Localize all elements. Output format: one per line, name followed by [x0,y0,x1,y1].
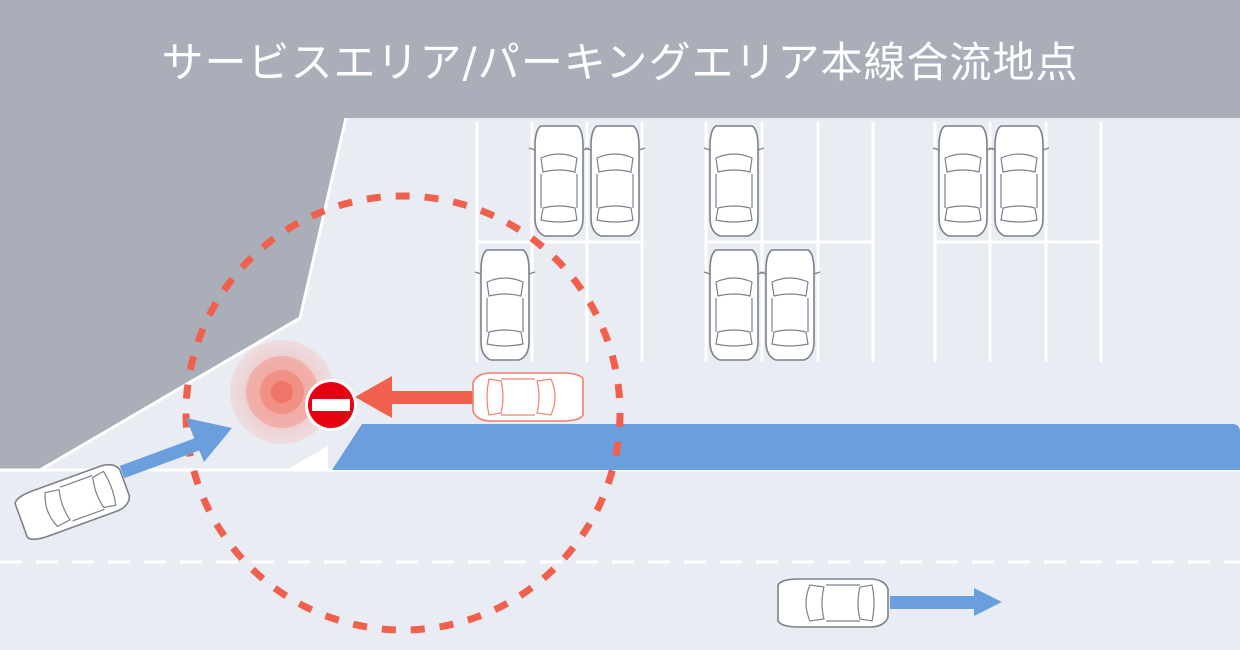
main-road-car [777,578,889,628]
entering-car [14,463,131,541]
parked-car [759,249,821,361]
gore-marking [286,446,328,470]
page-title: サービスエリア/パーキングエリア本線合流地点 [161,38,1079,87]
entering-direction-arrow [119,418,232,479]
parked-car [988,125,1050,237]
no-entry-sign-icon [305,379,357,431]
parked-car [528,125,590,237]
traffic-direction-arrow [890,588,1002,616]
area-boundary [39,117,348,472]
main-road [0,470,1240,650]
parked-car [703,125,765,237]
approach-arrow-shaft [384,391,476,404]
parked-car [474,249,536,361]
shoulder-area [0,118,346,470]
merge-lane-bar [332,424,1240,470]
danger-zone-circle [182,192,624,634]
parking-lines [475,122,1103,362]
parked-car [932,125,994,237]
header-band [0,0,1240,118]
parked-car [703,249,765,361]
approach-arrow-head [355,376,392,418]
parked-car [584,125,646,237]
merging-car-ghost [472,372,584,422]
parked-cars [474,125,1050,361]
